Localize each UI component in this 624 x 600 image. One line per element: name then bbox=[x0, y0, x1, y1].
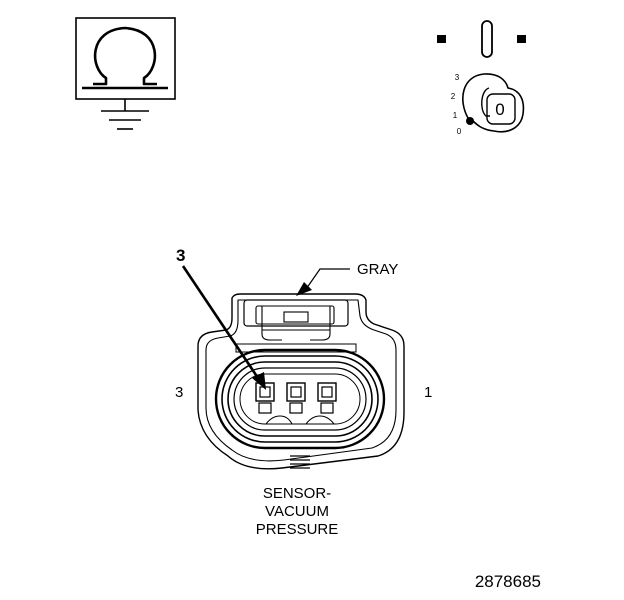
ignition-switch-icon: 0 3 2 1 0 bbox=[437, 20, 526, 136]
latch-inner bbox=[255, 305, 335, 325]
key-pointer-dot bbox=[466, 117, 474, 125]
latch-tab bbox=[283, 311, 309, 323]
component-name-line-3: PRESSURE bbox=[256, 521, 339, 538]
terminal-cavity-surround-3 bbox=[227, 361, 373, 437]
omega-glyph bbox=[93, 26, 157, 86]
color-leader bbox=[296, 268, 350, 296]
figure-number: 2878685 bbox=[475, 572, 541, 591]
connector-face bbox=[197, 293, 405, 470]
bottom-keyway-left bbox=[265, 415, 293, 425]
key-position-label: 0 bbox=[495, 100, 504, 119]
terminal-cavity-surround-4 bbox=[233, 367, 367, 431]
callout-number: 3 bbox=[176, 246, 185, 265]
connector-outer-shell bbox=[197, 293, 405, 470]
switch-position-0: 0 bbox=[457, 127, 462, 136]
terminal-pin-1 bbox=[317, 382, 337, 414]
connector-color-label: GRAY bbox=[357, 261, 398, 278]
bottom-keyway-right bbox=[305, 415, 335, 425]
switch-position-3: 3 bbox=[455, 73, 460, 82]
terminal-pin-2 bbox=[286, 382, 306, 414]
connector-body-rect bbox=[235, 343, 357, 353]
terminal-cavity-surround-2 bbox=[221, 355, 379, 443]
latch-outer bbox=[243, 299, 349, 327]
terminal-cavity-surround-5 bbox=[239, 373, 361, 425]
terminal-cavity-surround-1 bbox=[214, 348, 386, 450]
key-cylinder bbox=[462, 73, 525, 133]
key-bow bbox=[481, 87, 490, 117]
component-name-line-2: VACUUM bbox=[265, 503, 329, 520]
fuse-slot bbox=[481, 20, 493, 58]
bottom-rib bbox=[290, 455, 310, 469]
key-blade bbox=[486, 93, 516, 125]
pin-label-left: 3 bbox=[175, 384, 183, 401]
latch-right-arm bbox=[310, 306, 331, 341]
connector-outer-shell-inner bbox=[205, 299, 397, 462]
switch-position-1: 1 bbox=[453, 111, 458, 120]
ohmmeter-icon bbox=[75, 17, 176, 130]
component-name-line-1: SENSOR- bbox=[263, 485, 331, 502]
switch-position-2: 2 bbox=[451, 92, 456, 101]
pin-label-right: 1 bbox=[424, 384, 432, 401]
terminal-left bbox=[437, 35, 446, 43]
terminal-right bbox=[517, 35, 526, 43]
callout-leader bbox=[181, 265, 266, 390]
latch-left-arm bbox=[261, 306, 282, 341]
